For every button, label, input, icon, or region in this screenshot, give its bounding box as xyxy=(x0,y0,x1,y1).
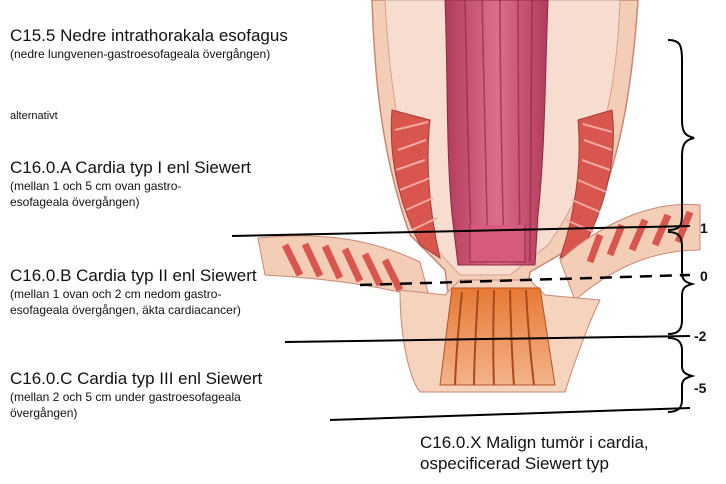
footer-line-2: ospecificerad Siewert typ xyxy=(420,453,649,474)
esophagus-mucosa xyxy=(445,0,548,265)
line-level-minus-5 xyxy=(330,408,690,420)
brace-upper xyxy=(668,40,694,230)
section-title: C16.0.A Cardia typ I enl Siewert xyxy=(10,158,251,178)
section-c15-5: C15.5 Nedre intrathorakala esofagus (ned… xyxy=(10,26,288,62)
marker-minus-5: -5 xyxy=(694,380,706,396)
marker-minus-2: -2 xyxy=(694,328,706,344)
section-note: (mellan 1 ovan och 2 cm nedom gastro- es… xyxy=(10,286,257,318)
brace-lower xyxy=(668,338,692,412)
section-title: C15.5 Nedre intrathorakala esofagus xyxy=(10,26,288,46)
marker-0: 0 xyxy=(700,268,708,284)
section-title: C16.0.C Cardia typ III enl Siewert xyxy=(10,369,262,389)
section-c16-0-b: C16.0.B Cardia typ II enl Siewert (mella… xyxy=(10,266,257,318)
footer-note: C16.0.X Malign tumör i cardia, ospecific… xyxy=(420,432,649,474)
alternative-label: alternativt xyxy=(10,110,58,122)
section-note: (mellan 2 och 5 cm under gastroesofageal… xyxy=(10,389,262,421)
footer-line-1: C16.0.X Malign tumör i cardia, xyxy=(420,432,649,453)
section-note: (mellan 1 och 5 cm ovan gastro- esofagea… xyxy=(10,178,251,210)
section-title: C16.0.B Cardia typ II enl Siewert xyxy=(10,266,257,286)
section-c16-0-a: C16.0.A Cardia typ I enl Siewert (mellan… xyxy=(10,158,251,210)
marker-1: 1 xyxy=(700,220,708,236)
stomach-cardia xyxy=(400,280,600,392)
section-note: (nedre lungvenen-gastroesofageala övergå… xyxy=(10,46,288,62)
section-c16-0-c: C16.0.C Cardia typ III enl Siewert (mell… xyxy=(10,369,262,421)
